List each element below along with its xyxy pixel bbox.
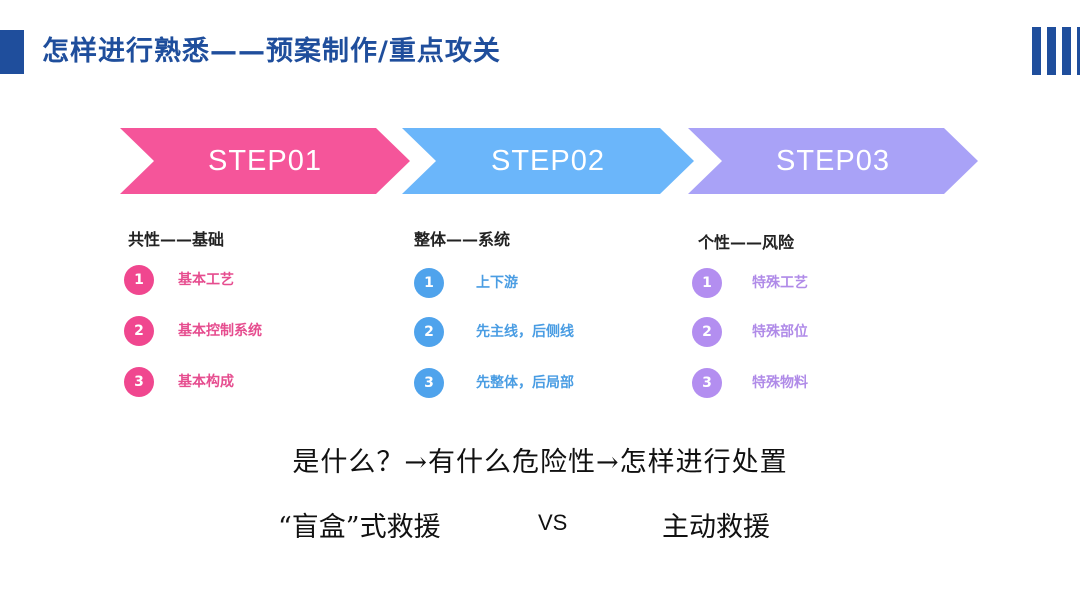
title-accent-bar: [0, 30, 24, 74]
column-heading-3: 个性——风险: [698, 233, 795, 252]
column-heading-2: 整体——系统: [414, 230, 511, 249]
item-label: 基本工艺: [178, 272, 234, 288]
number-badge: 3: [124, 367, 154, 397]
item-label: 先整体，后局部: [476, 375, 574, 391]
item-label: 特殊部位: [752, 324, 808, 340]
item-label: 特殊工艺: [752, 275, 808, 291]
number-badge: 1: [124, 265, 154, 295]
number-badge: 2: [692, 317, 722, 347]
item-label: 上下游: [476, 275, 518, 291]
comparison-vs: VS: [538, 510, 568, 535]
item-label: 基本控制系统: [178, 323, 262, 339]
flow-statement: 是什么？→有什么危险性→怎样进行处置: [292, 447, 788, 478]
step-label: STEP01: [208, 145, 322, 177]
step-label: STEP02: [491, 145, 605, 177]
comparison-left: “盲盒”式救援: [278, 512, 441, 543]
step-banner-3: STEP03: [688, 128, 978, 194]
number-badge: 2: [124, 316, 154, 346]
number-badge: 1: [414, 268, 444, 298]
item-label: 特殊物料: [752, 375, 808, 391]
step-banner-2: STEP02: [402, 128, 694, 194]
number-badge: 1: [692, 268, 722, 298]
item-label: 先主线，后侧线: [476, 324, 574, 340]
item-label: 基本构成: [178, 374, 234, 390]
slide-title: 怎样进行熟悉——预案制作/重点攻关: [42, 36, 501, 67]
step-label: STEP03: [776, 145, 890, 177]
column-heading-1: 共性——基础: [128, 230, 225, 249]
number-badge: 3: [414, 368, 444, 398]
decorative-bars-icon: [1032, 27, 1080, 75]
number-badge: 3: [692, 368, 722, 398]
step-banner-1: STEP01: [120, 128, 410, 194]
number-badge: 2: [414, 317, 444, 347]
comparison-right: 主动救援: [662, 512, 770, 543]
